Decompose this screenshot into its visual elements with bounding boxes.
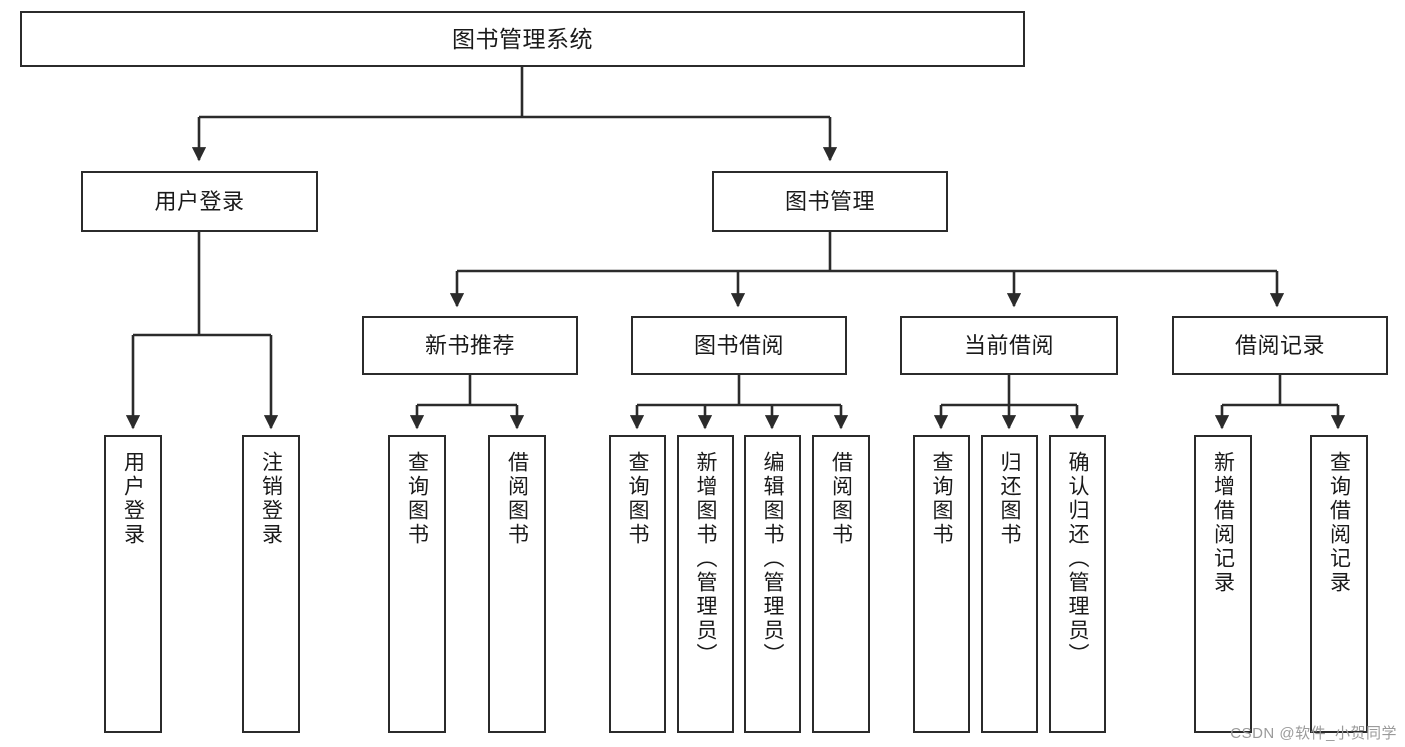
- node-leaf-query-book-current[interactable]: 查询图书: [913, 435, 970, 733]
- node-leaf-add-borrow-record[interactable]: 新增借阅记录: [1194, 435, 1252, 733]
- node-label: 用户登录: [121, 451, 145, 547]
- node-leaf-confirm-return-admin[interactable]: 确认归还（管理员）: [1049, 435, 1106, 733]
- node-label: 图书管理系统: [452, 25, 593, 52]
- node-user-login-branch[interactable]: 用户登录: [81, 171, 318, 232]
- node-book-management-branch[interactable]: 图书管理: [712, 171, 948, 232]
- node-label: 确认归还（管理员）: [1066, 451, 1089, 667]
- watermark: CSDN @软件_小贺同学: [1230, 725, 1397, 742]
- node-category-book-borrow[interactable]: 图书借阅: [631, 316, 847, 375]
- node-leaf-add-book-admin[interactable]: 新增图书（管理员）: [677, 435, 734, 733]
- node-label: 借阅图书: [829, 451, 853, 547]
- node-label: 图书借阅: [693, 332, 784, 358]
- node-label: 查询图书: [405, 451, 429, 547]
- node-label: 归还图书: [998, 451, 1021, 547]
- node-root-system[interactable]: 图书管理系统: [20, 11, 1025, 67]
- node-leaf-return-book[interactable]: 归还图书: [981, 435, 1038, 733]
- node-category-borrow-record[interactable]: 借阅记录: [1172, 316, 1388, 375]
- node-leaf-borrow-book-newbook[interactable]: 借阅图书: [488, 435, 546, 733]
- node-leaf-query-borrow-record[interactable]: 查询借阅记录: [1310, 435, 1368, 733]
- node-label: 当前借阅: [963, 332, 1054, 358]
- node-leaf-logout[interactable]: 注销登录: [242, 435, 300, 733]
- node-label: 查询借阅记录: [1327, 451, 1351, 595]
- node-label: 借阅图书: [505, 451, 529, 547]
- node-label: 图书管理: [784, 188, 875, 214]
- node-label: 查询图书: [626, 451, 649, 547]
- node-category-current-borrow[interactable]: 当前借阅: [900, 316, 1118, 375]
- node-label: 编辑图书（管理员）: [761, 451, 784, 667]
- node-leaf-edit-book-admin[interactable]: 编辑图书（管理员）: [744, 435, 801, 733]
- node-label: 新增图书（管理员）: [694, 451, 717, 667]
- node-leaf-user-login[interactable]: 用户登录: [104, 435, 162, 733]
- node-category-new-book[interactable]: 新书推荐: [362, 316, 578, 375]
- node-label: 新书推荐: [424, 332, 515, 358]
- node-leaf-query-book-borrow[interactable]: 查询图书: [609, 435, 666, 733]
- node-label: 注销登录: [259, 451, 283, 547]
- node-label: 查询图书: [930, 451, 953, 547]
- node-leaf-query-book-newbook[interactable]: 查询图书: [388, 435, 446, 733]
- node-label: 用户登录: [154, 188, 245, 214]
- node-label: 新增借阅记录: [1211, 451, 1235, 595]
- node-label: 借阅记录: [1234, 332, 1325, 358]
- node-leaf-borrow-book[interactable]: 借阅图书: [812, 435, 870, 733]
